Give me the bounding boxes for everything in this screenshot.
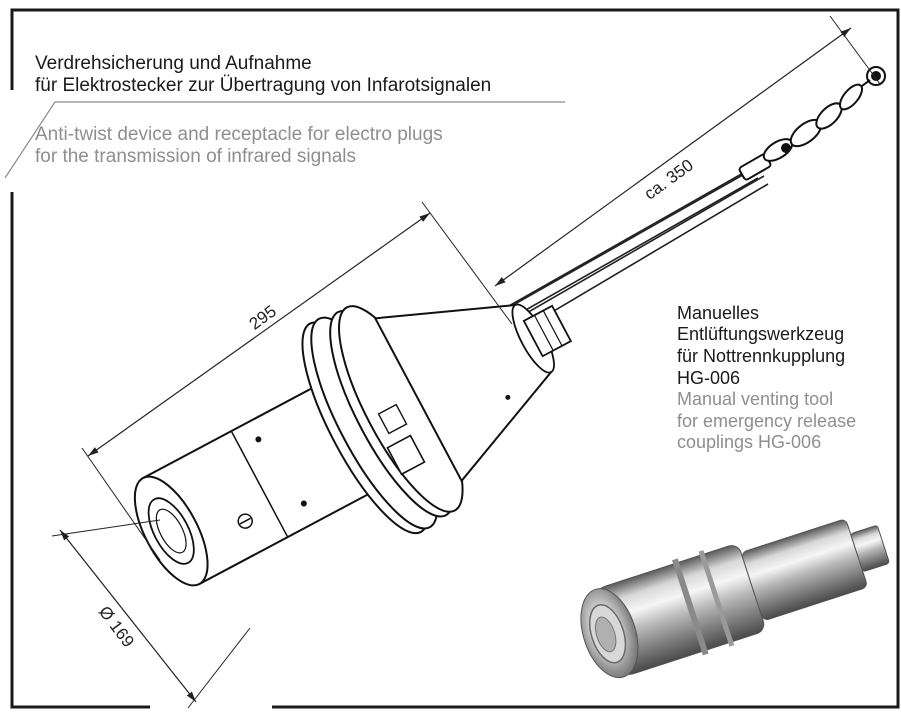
right-callout-en-line2: for emergency release (677, 411, 857, 431)
shackle-chain (738, 66, 886, 181)
venting-tool-image (580, 519, 890, 679)
top-callout-en-line1: Anti-twist device and receptacle for ele… (35, 124, 443, 145)
right-callout-en-line3: couplings HG-006 (677, 432, 822, 452)
right-callout-de-line1: Manuelles (677, 303, 760, 323)
anti-twist-device (133, 303, 573, 587)
right-callout-en-line1: Manual venting tool (677, 389, 834, 409)
top-callout-de-line1: Verdrehsicherung und Aufnahme (35, 53, 312, 74)
callout-leader-line (4, 101, 565, 179)
frame-bottom-left (10, 192, 150, 709)
frame-top-right (10, 8, 900, 709)
top-callout-de-line2: für Elektrostecker zur Übertragung von I… (35, 75, 492, 96)
right-callout-de-line4: HG-006 (677, 368, 741, 388)
dim-diameter-label: Ø 169 (95, 602, 138, 650)
frame (10, 8, 900, 709)
dim-cable-length-label: ca. 350 (641, 155, 697, 203)
top-callout-en-line2: for the transmission of infrared signals (35, 146, 357, 167)
right-callout-de-line3: für Nottrennkupplung (677, 346, 846, 366)
right-callout-de-line2: Entlüftungswerkzeug (677, 324, 845, 344)
dim-body-length-label: 295 (246, 302, 280, 334)
dimension-cable-length: ca. 350 (494, 15, 881, 287)
